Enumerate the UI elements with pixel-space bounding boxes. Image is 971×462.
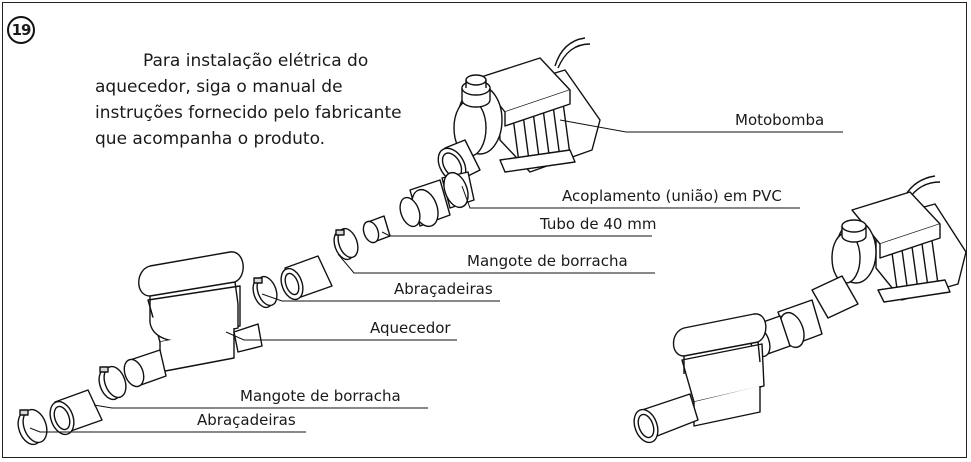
aquecedor-heater <box>123 251 263 388</box>
label-tubo: Tubo de 40 mm <box>540 215 657 233</box>
motobomba-pump <box>437 37 601 183</box>
mangote-lower <box>49 389 103 436</box>
label-abracadeiras-2: Abraçadeiras <box>197 411 296 429</box>
abracadeira-lower-2 <box>17 408 48 446</box>
instruction-text: Para instalação elétrica do aquecedor, s… <box>95 51 402 149</box>
label-mangote-1: Mangote de borracha <box>467 252 628 270</box>
acoplamento-union <box>399 171 475 228</box>
leader-lines <box>29 119 843 433</box>
step-number-badge: 19 <box>7 16 35 44</box>
tubo-40mm <box>362 215 391 244</box>
mangote-upper <box>280 255 333 301</box>
label-acoplamento: Acoplamento (união) em PVC <box>562 187 782 205</box>
abracadeira-lower-1 <box>98 365 127 401</box>
label-aquecedor: Aquecedor <box>370 319 451 337</box>
label-motobomba: Motobomba <box>735 111 825 129</box>
label-mangote-2: Mangote de borracha <box>240 387 401 405</box>
label-abracadeiras-1: Abraçadeiras <box>394 280 493 298</box>
abracadeira-mid <box>252 275 278 309</box>
assembled-view <box>633 175 967 444</box>
abracadeira-upper <box>333 227 359 261</box>
